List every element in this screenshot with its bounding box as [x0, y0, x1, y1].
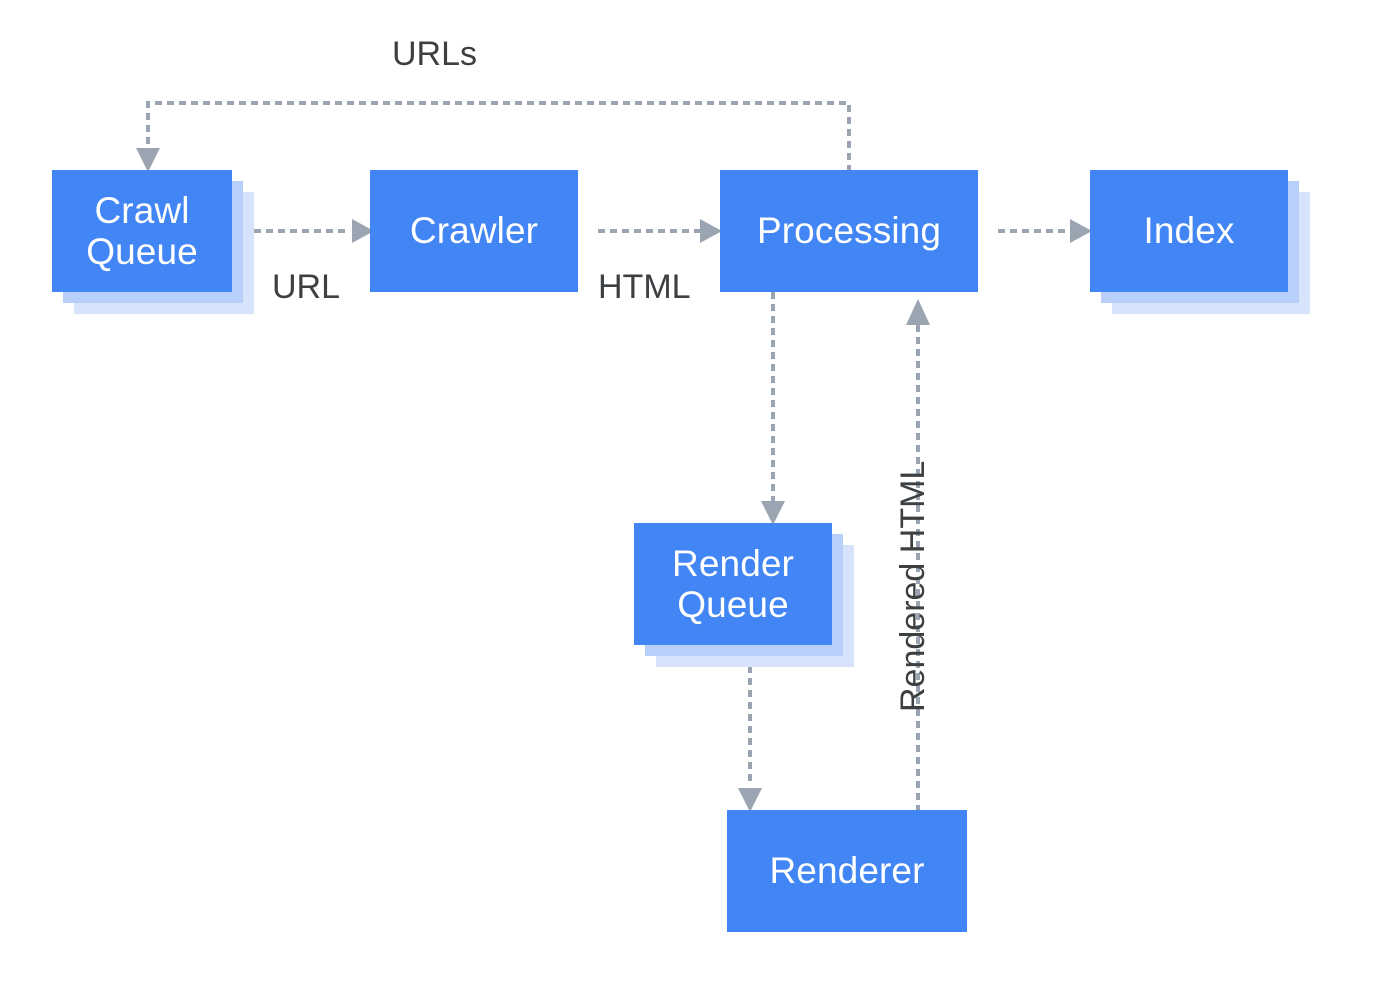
edge-label-urls: URLs — [392, 35, 478, 73]
node-processing-label: Processing — [720, 170, 978, 292]
node-crawl-queue-label: Crawl Queue — [52, 170, 232, 292]
edge-label-url: URL — [272, 268, 341, 306]
node-renderer[interactable]: Renderer — [727, 810, 967, 932]
edge-crawler-to-processing — [598, 219, 722, 243]
node-processing[interactable]: Processing — [720, 170, 978, 292]
edge-crawl-queue-to-crawler — [254, 219, 374, 243]
node-index-label: Index — [1090, 170, 1288, 292]
edge-renderer-to-processing — [906, 299, 930, 812]
node-render-queue-label: Render Queue — [634, 523, 832, 645]
node-renderer-label: Renderer — [727, 810, 967, 932]
node-crawler-label: Crawler — [370, 170, 578, 292]
edge-label-rendered-html: Rendered HTML — [894, 460, 932, 712]
node-render-queue[interactable]: Render Queue — [634, 523, 854, 667]
edge-render-queue-to-renderer — [738, 666, 762, 812]
node-crawl-queue[interactable]: Crawl Queue — [52, 170, 254, 314]
edge-processing-to-render-queue — [761, 292, 785, 525]
edge-label-html: HTML — [598, 268, 691, 306]
node-crawler[interactable]: Crawler — [370, 170, 578, 292]
node-index[interactable]: Index — [1090, 170, 1310, 314]
edge-processing-to-crawl-queue — [136, 101, 851, 172]
edge-processing-to-index — [998, 219, 1092, 243]
